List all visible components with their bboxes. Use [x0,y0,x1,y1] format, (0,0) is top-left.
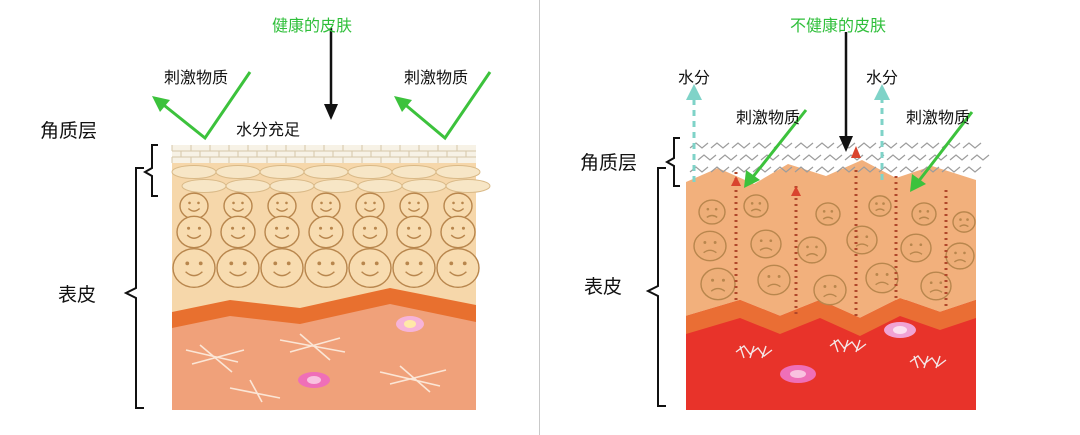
water-label-left: 水分 [678,68,711,87]
stratum-corneum-label: 角质层 [580,152,638,174]
healthy-skin-panel: 健康的皮肤 刺激物质 刺激物质 水分充足 角质层 表皮 [40,16,492,410]
stratum-corneum-bracket [664,137,680,187]
smiley-cells [172,192,480,289]
healthy-skin-title: 健康的皮肤 [272,16,353,35]
epidermis-label: 表皮 [584,276,623,298]
irritant-label-right: 刺激物质 [906,108,971,127]
collagen-fibers [185,333,447,403]
deflected-arrow-right [394,71,492,141]
epidermis-bracket [123,167,144,409]
penetrating-arrow-left [744,109,808,188]
dermis-capsule-2 [298,372,330,388]
unhealthy-skin-panel: 不健康的皮肤 水分 水分 刺激物质 刺激物质 角质层 表皮 [540,0,1080,435]
dermis-capsule-2 [780,365,816,383]
sad-cells [693,194,976,306]
inflammation-network [735,339,947,369]
leak-channels [734,170,948,318]
dermis-capsule-1 [396,316,424,332]
epidermis-label: 表皮 [58,284,97,306]
damaged-basement-membrane [686,298,976,336]
red-triangle-markers [731,146,861,196]
healthy-skin-illustration [123,28,492,410]
unhealthy-skin-title: 不健康的皮肤 [790,16,887,35]
unhealthy-skin-illustration [645,32,990,410]
black-down-arrow [839,32,853,152]
penetrating-arrow-right [910,111,974,192]
panel-divider [539,0,540,435]
stratum-corneum-label: 角质层 [40,120,98,142]
epidermis-bracket [645,167,666,407]
stratum-corneum-bracket [142,144,158,197]
water-escape-arrow-left [686,84,702,182]
deflected-arrow-left [152,71,252,141]
water-escape-arrow-right [874,84,890,180]
flattened-cells [171,165,491,193]
irritant-label-left: 刺激物质 [164,68,229,87]
stratum-corneum-bricks [171,145,476,163]
dermis-layer [172,304,476,410]
black-down-arrow [324,28,338,120]
dermis-capsule-1 [884,322,916,338]
irritant-label-right: 刺激物质 [404,68,469,87]
irritant-label-left: 刺激物质 [736,108,801,127]
moisture-label: 水分充足 [236,120,301,139]
water-label-right: 水分 [866,68,899,87]
